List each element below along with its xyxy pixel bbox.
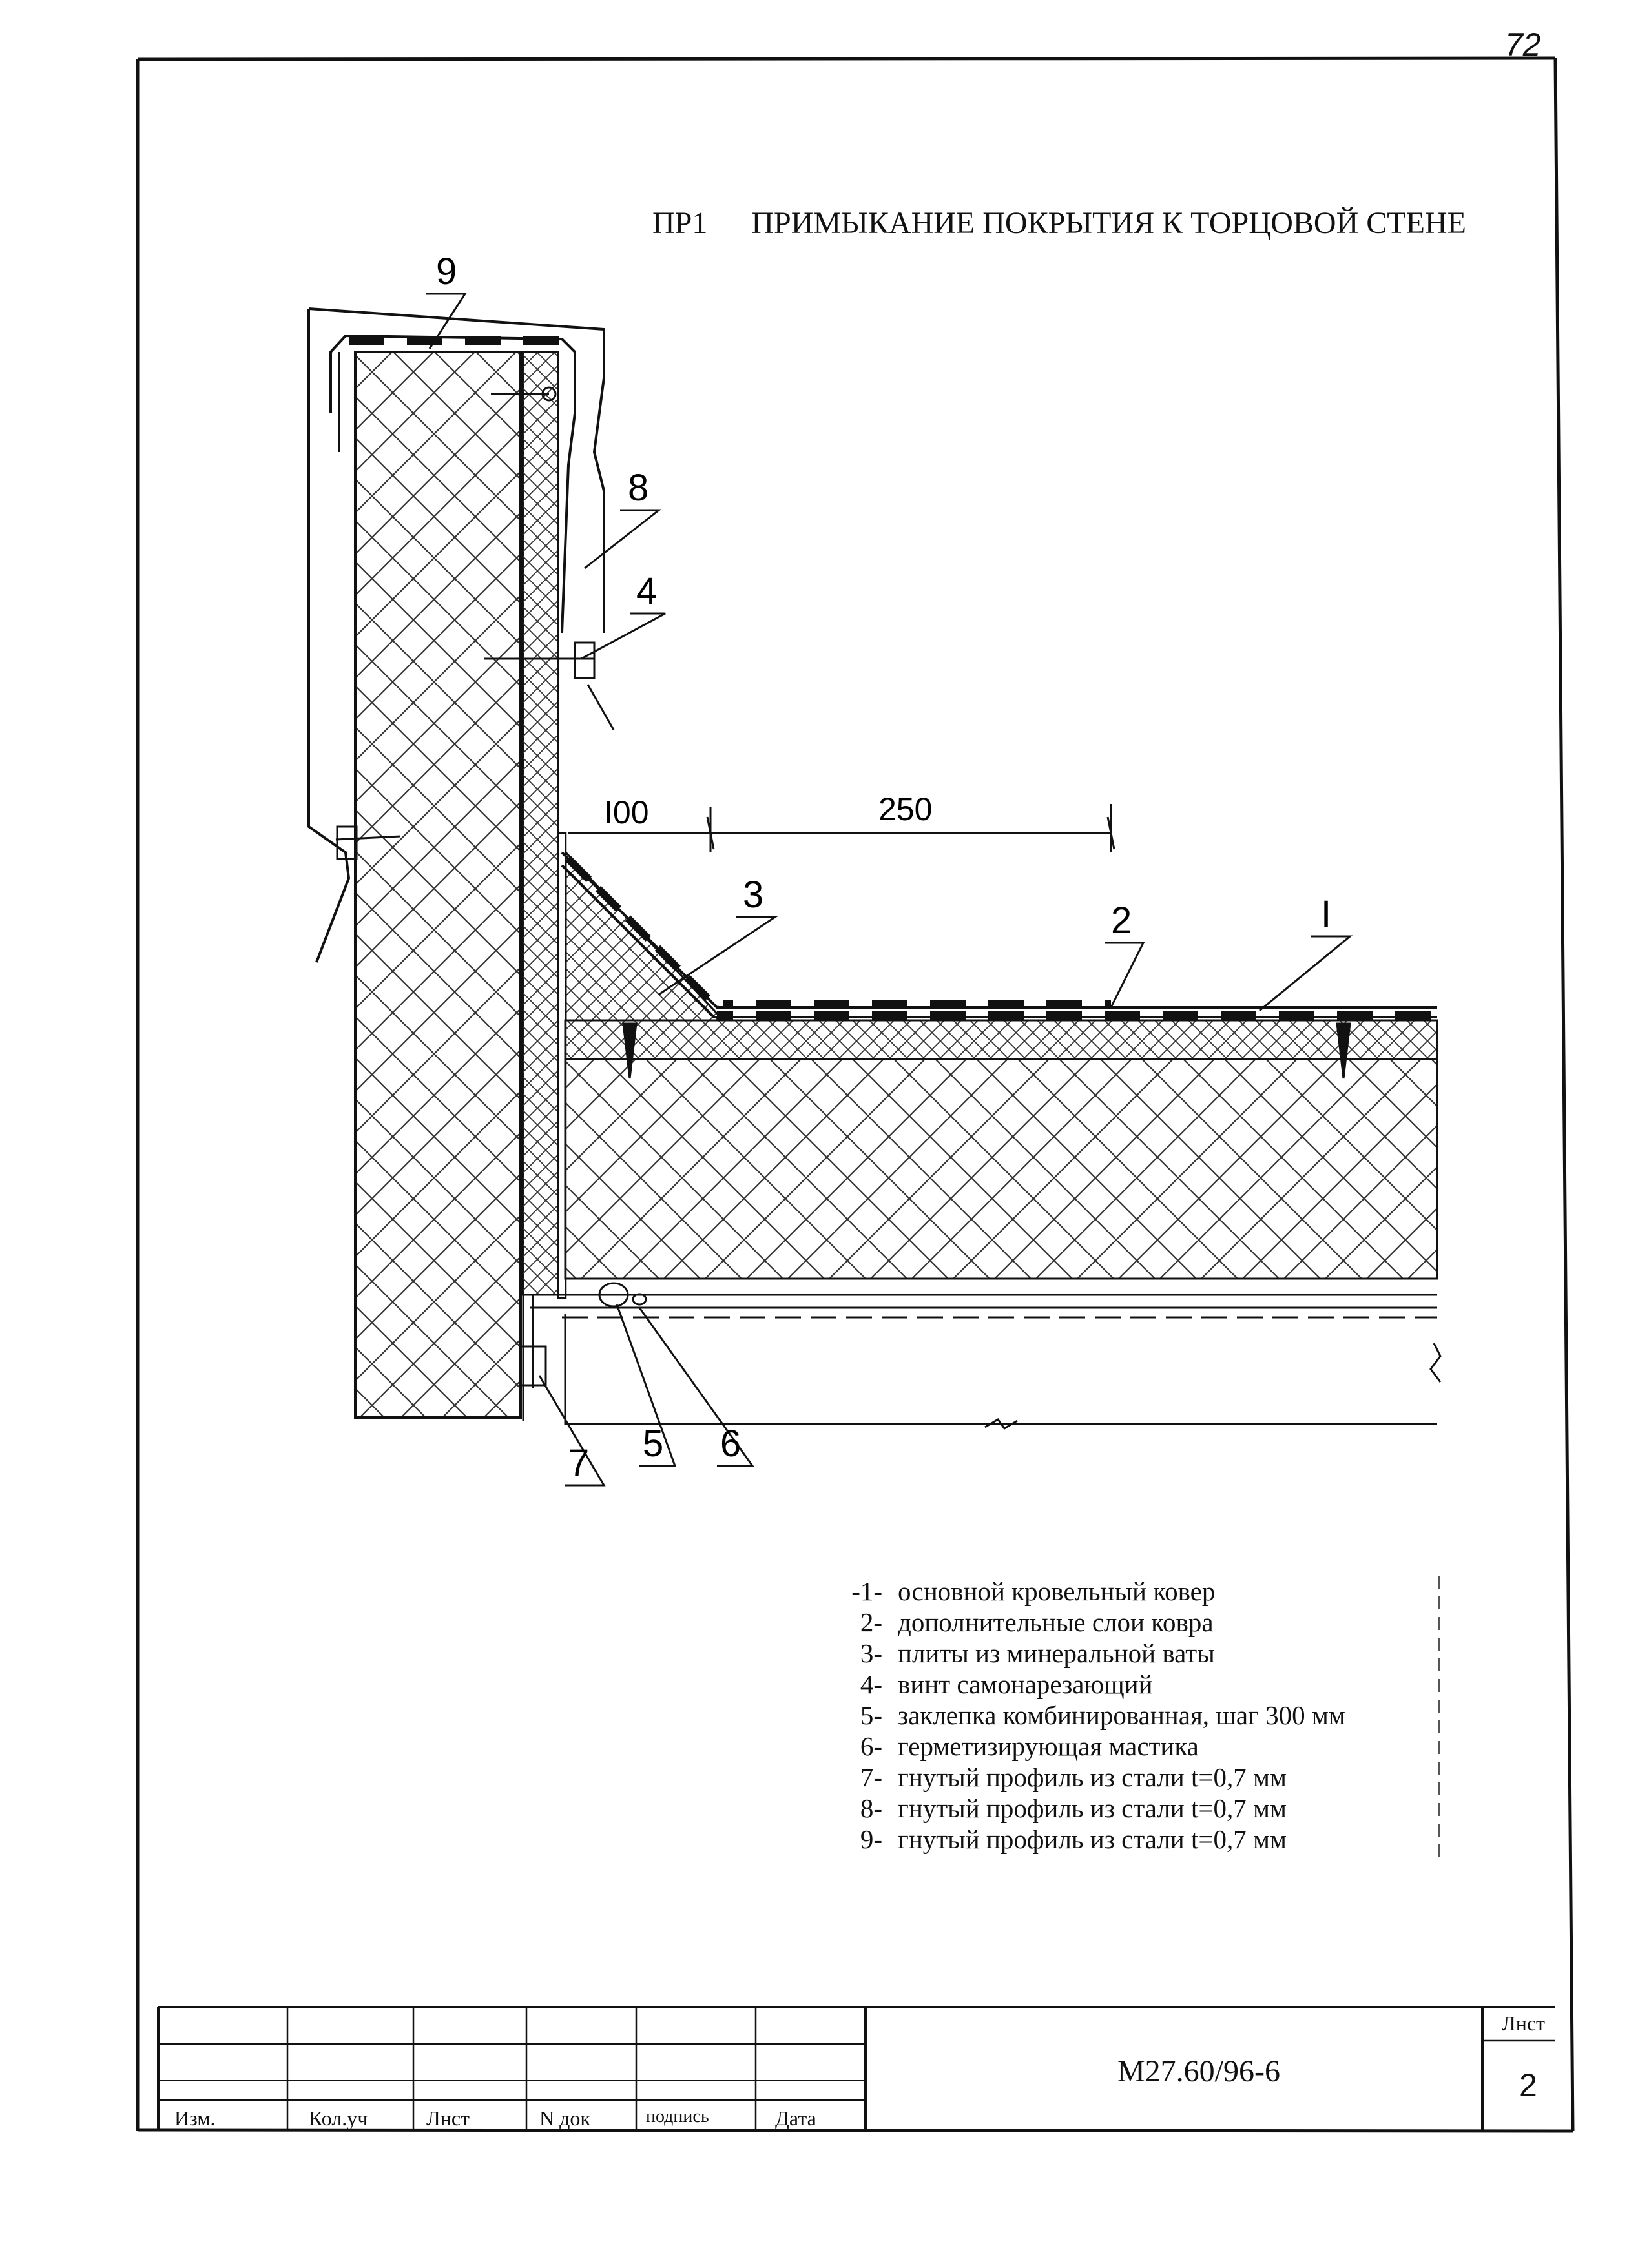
legend-item-number: -1- — [851, 1576, 882, 1606]
sheet-number: 2 — [1519, 2067, 1537, 2103]
title-block-col-docno: N док — [539, 2107, 590, 2130]
roof-fastener — [622, 1022, 1351, 1079]
legend-item: 3- плиты из минеральной ваты — [840, 1638, 1345, 1669]
dimension-second: 250 — [878, 791, 932, 827]
callout-7: 7 — [568, 1442, 589, 1484]
legend-item: 7- гнутый профиль из стали t=0,7 мм — [840, 1762, 1345, 1793]
drawing-title-text: ПРИМЫКАНИЕ ПОКРЫТИЯ К ТОРЦОВОЙ СТЕНЕ — [751, 206, 1466, 240]
legend-item: 5- заклепка комбинированная, шаг 300 мм — [840, 1700, 1345, 1731]
title-block-col-signature: подпись — [646, 2107, 709, 2127]
dimension-line — [568, 804, 1115, 852]
legend-item-number: 3- — [860, 1638, 882, 1668]
cap-flashing — [307, 307, 605, 963]
title-block-col-sheet: Лнст — [426, 2107, 470, 2130]
roof-carpet — [561, 851, 1437, 1020]
legend-item-text: гнутый профиль из стали t=0,7 мм — [898, 1824, 1287, 1854]
callout-1: I — [1321, 893, 1331, 935]
legend-item: 6- герметизирующая мастика — [840, 1731, 1345, 1762]
document-code: М27.60/96-6 — [1117, 2054, 1280, 2088]
legend-item-number: 6- — [860, 1731, 882, 1761]
sheet-label: Лнст — [1502, 2012, 1546, 2035]
callout-3: 3 — [743, 874, 763, 916]
wall-panel — [354, 351, 567, 1421]
title-block-col-count: Кол.уч — [309, 2107, 368, 2130]
legend-item-number: 2- — [860, 1607, 882, 1637]
legend: -1- основной кровельный ковер 2- дополните… — [840, 1576, 1345, 1855]
break-lines — [984, 1343, 1442, 1430]
title-block-col-date: Дата — [775, 2107, 816, 2130]
drawing-code: ПР1 — [652, 206, 708, 240]
page-number: 72 — [1505, 26, 1541, 63]
legend-item-text: основной кровельный ковер — [898, 1576, 1216, 1606]
legend-item-text: заклепка комбинированная, шаг 300 мм — [898, 1700, 1345, 1730]
legend-item-text: герметизирующая мастика — [898, 1731, 1199, 1761]
legend-item-text: плиты из минеральной ваты — [898, 1638, 1215, 1668]
legend-item-text: винт самонарезающий — [898, 1669, 1153, 1699]
callout-4: 4 — [636, 570, 657, 612]
callout-5: 5 — [643, 1423, 663, 1465]
drawing-frame — [136, 56, 1575, 2133]
callout-6: 6 — [720, 1423, 741, 1465]
legend-item-text: гнутый профиль из стали t=0,7 мм — [898, 1793, 1287, 1823]
legend-item: 8- гнутый профиль из стали t=0,7 мм — [840, 1793, 1345, 1824]
title-block-grid — [157, 2006, 1555, 2130]
legend-item-number: 9- — [860, 1824, 882, 1854]
callout-labels: 9 8 4 3 2 I 7 5 6 — [436, 251, 1331, 1484]
screw-4 — [484, 641, 615, 730]
callout-9: 9 — [436, 251, 457, 293]
dimension-first: I00 — [604, 794, 649, 830]
legend-item-number: 8- — [860, 1793, 882, 1823]
steel-profile-7 — [519, 1294, 1437, 1425]
roof-insulation — [564, 1019, 1438, 1280]
screw-left — [335, 825, 401, 860]
legend-item: 2- дополнительные слои ковра — [840, 1607, 1345, 1638]
callout-leaders — [426, 293, 1353, 1487]
screw-top — [491, 386, 557, 402]
legend-item: 4- винт самонарезающий — [840, 1669, 1345, 1700]
legend-item-number: 7- — [860, 1762, 882, 1792]
legend-item-number: 4- — [860, 1669, 882, 1699]
legend-item: -1- основной кровельный ковер — [840, 1576, 1345, 1607]
wall-membrane — [557, 413, 565, 814]
drawing-title: ПР1 ПРИМЫКАНИЕ ПОКРЫТИЯ К ТОРЦОВОЙ СТЕНЕ — [652, 205, 1466, 241]
legend-item-text: дополнительные слои ковра — [898, 1607, 1214, 1637]
callout-8: 8 — [628, 467, 648, 509]
legend-item: 9- гнутый профиль из стали t=0,7 мм — [840, 1824, 1345, 1855]
title-block-col-change: Изм. — [174, 2107, 216, 2130]
rivet-5 — [598, 1282, 647, 1308]
callout-2: 2 — [1111, 900, 1132, 942]
legend-item-text: гнутый профиль из стали t=0,7 мм — [898, 1762, 1287, 1792]
legend-item-number: 5- — [860, 1700, 882, 1730]
